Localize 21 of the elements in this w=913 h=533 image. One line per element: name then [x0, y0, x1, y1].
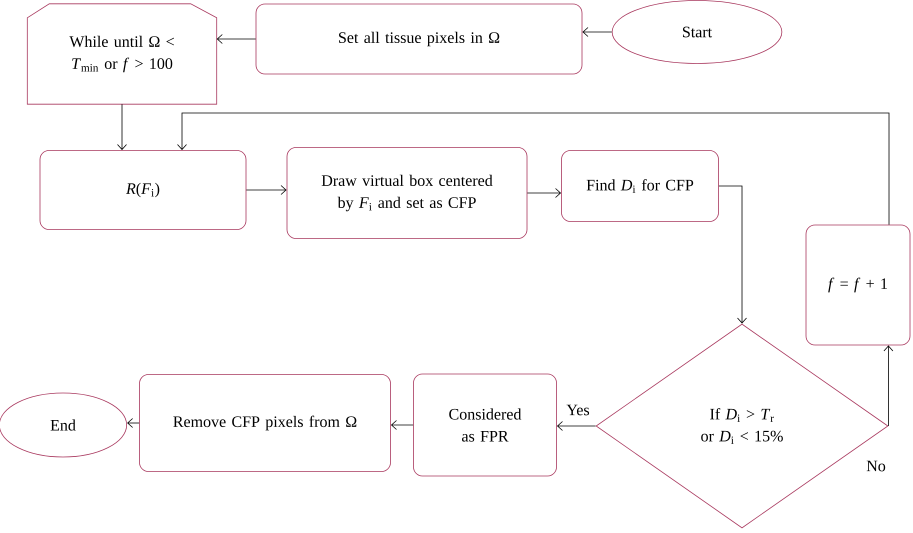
process-box: R(F$_{i}$) [40, 150, 246, 230]
arrow [117, 104, 127, 150]
arrow [246, 185, 287, 195]
arrow [884, 345, 894, 426]
process-box: Set all tissue pixels in Ω [256, 4, 582, 74]
process-box: Considered as FPR [413, 374, 557, 476]
process-box: Remove CFP pixels from Ω [139, 374, 391, 472]
process-box: Draw virtual box centered by F$_{i}$ and set as CFP [286, 147, 528, 239]
arrow [582, 27, 612, 37]
loop-box: While until Ω < T$_{min}$ or f > 100 [26, 3, 218, 105]
process-box: f = f + 1 [806, 224, 910, 346]
arrow [527, 188, 562, 198]
arrow [556, 421, 596, 431]
arrow [216, 34, 256, 44]
process-box: Find D$_{i}$ for CFP [561, 150, 719, 222]
arrow [390, 420, 414, 430]
edge-label: Yes [565, 404, 591, 416]
arrow [177, 112, 890, 225]
edge-label: No [865, 460, 887, 472]
arrow [127, 418, 140, 428]
arrow [718, 186, 747, 324]
